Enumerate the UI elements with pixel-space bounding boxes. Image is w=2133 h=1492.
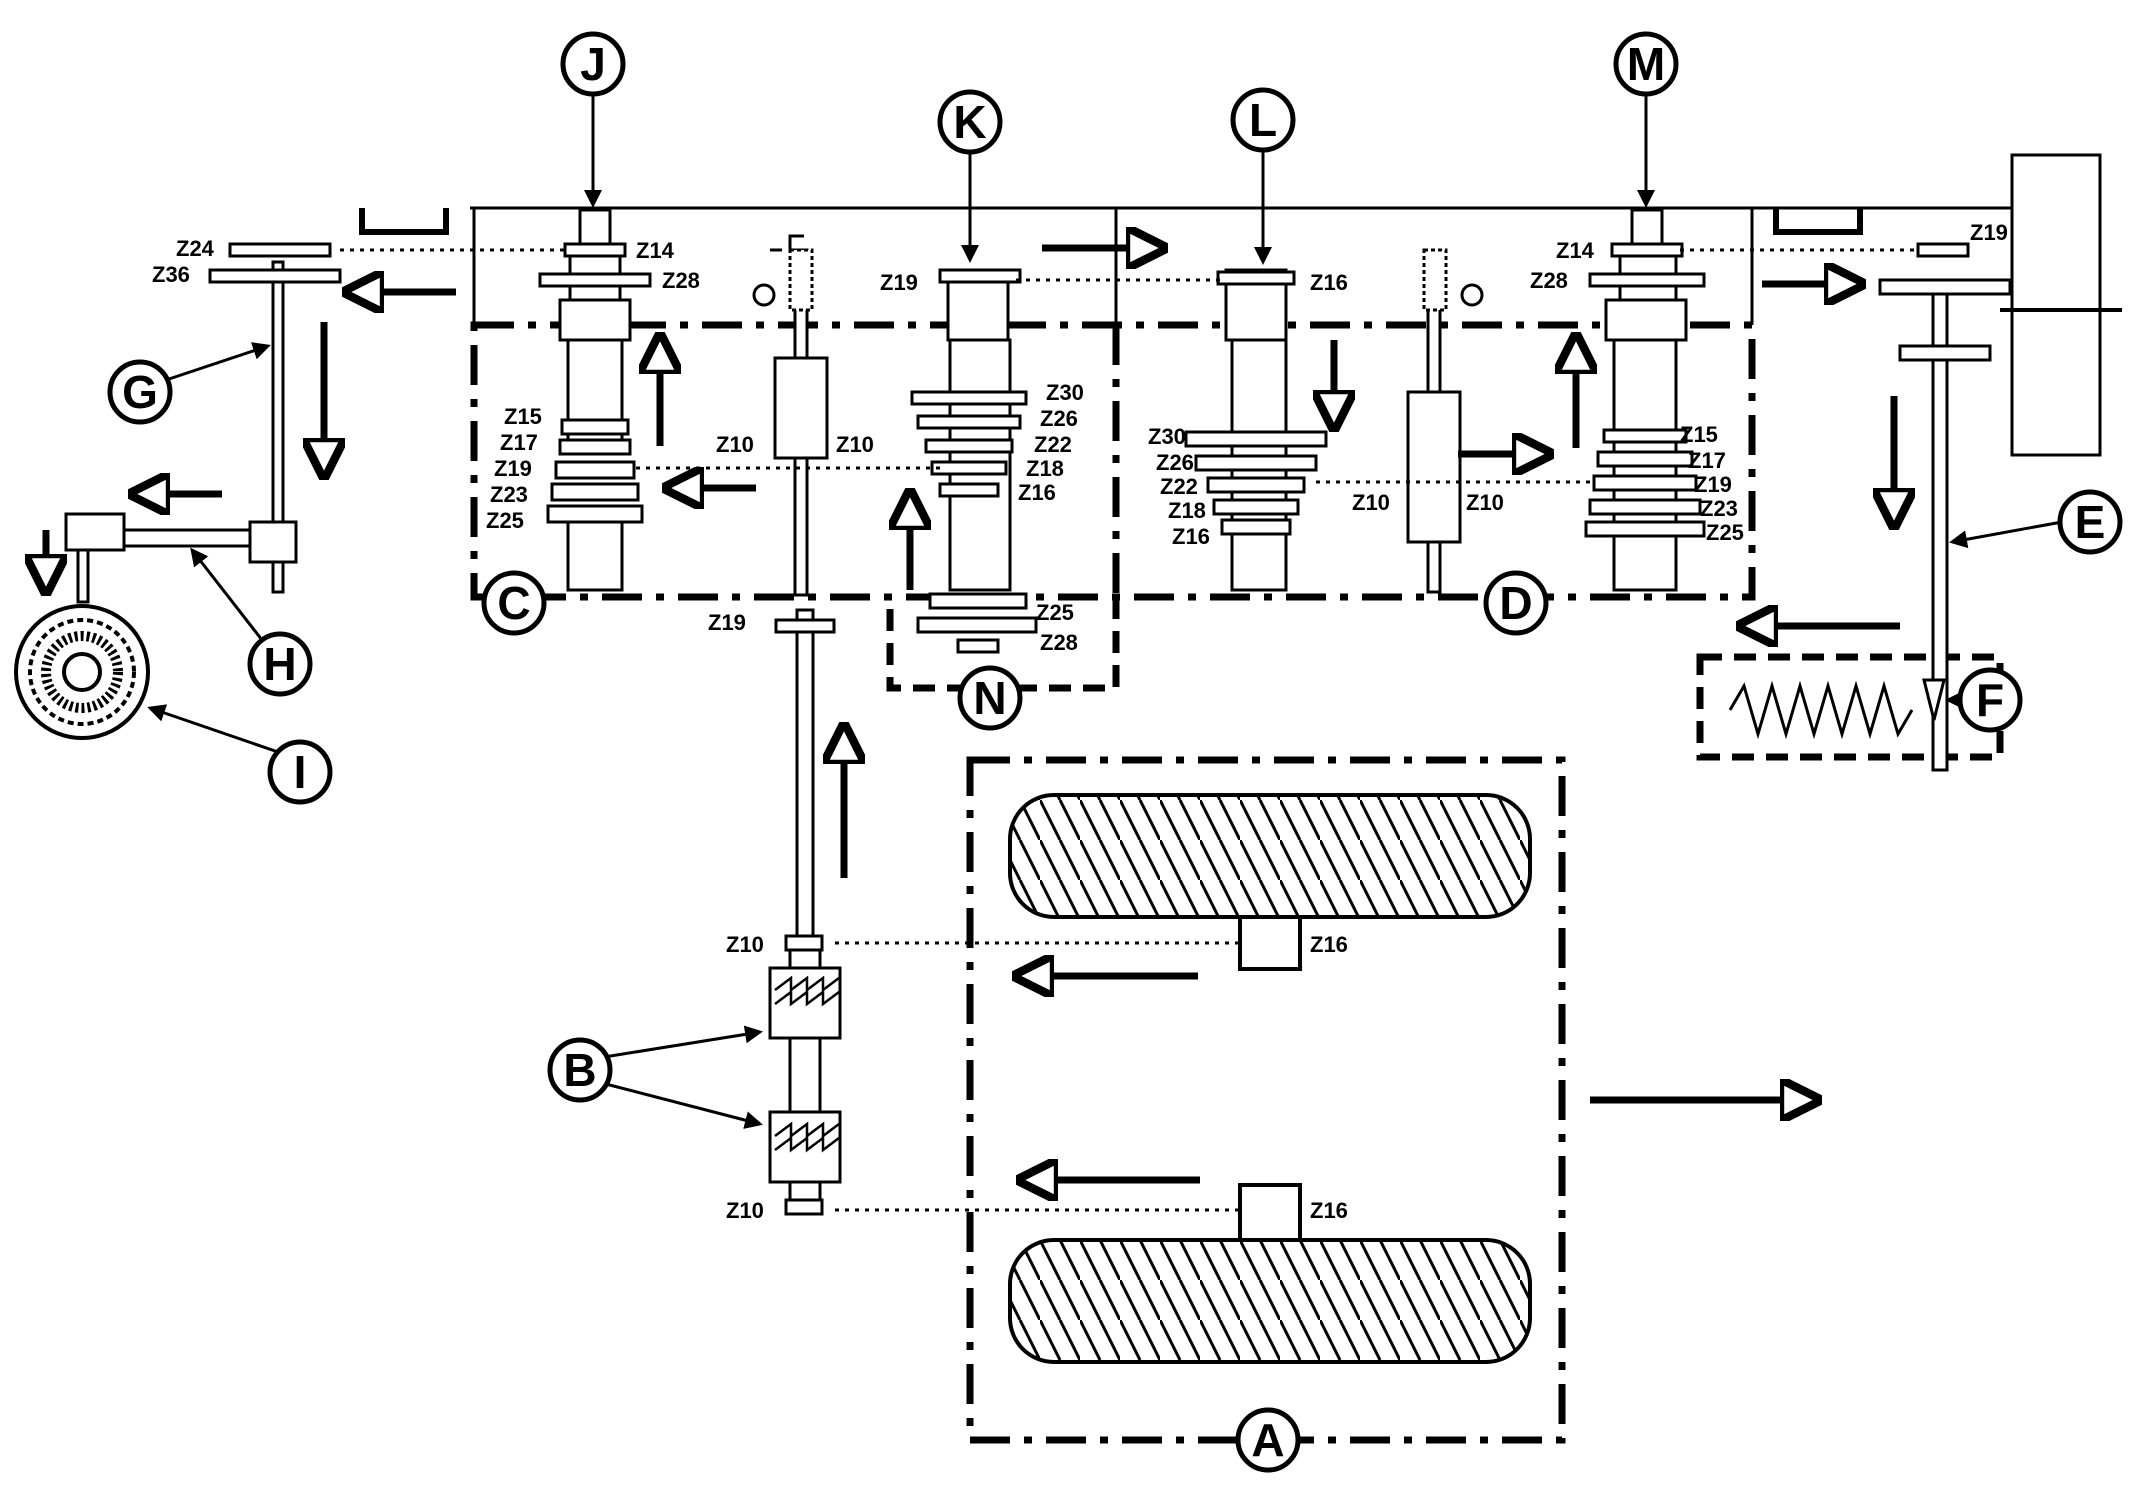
label-e-z19: Z19 — [1970, 220, 2008, 245]
label-l-z16b: Z16 — [1172, 524, 1210, 549]
label-c-z10a: Z10 — [716, 432, 754, 457]
label-l-z26: Z26 — [1156, 450, 1194, 475]
label-b-z10a: Z10 — [726, 932, 764, 957]
label-l-z22: Z22 — [1160, 474, 1198, 499]
label-c-z15: Z15 — [504, 404, 542, 429]
label-m-z28: Z28 — [1530, 268, 1568, 293]
label-a-z16b: Z16 — [1310, 1198, 1348, 1223]
svg-text:L: L — [1249, 94, 1277, 146]
shaft-d-mid — [1406, 268, 1462, 594]
label-g-z36: Z36 — [152, 262, 190, 287]
label-m-z25: Z25 — [1706, 520, 1744, 545]
label-k-z18: Z18 — [1026, 456, 1064, 481]
label-l-z18: Z18 — [1168, 498, 1206, 523]
output-wheel-i — [14, 604, 150, 740]
callout-h: H — [247, 631, 313, 697]
shaft-e — [1878, 242, 2012, 772]
label-d-z10b: Z10 — [1466, 490, 1504, 515]
label-a-z16a: Z16 — [1310, 932, 1348, 957]
label-n-z19: Z19 — [708, 610, 746, 635]
label-b-z10b: Z10 — [726, 1198, 764, 1223]
housing-frame — [359, 153, 2122, 457]
label-k-z16: Z16 — [1018, 480, 1056, 505]
callout-k: K — [937, 89, 1003, 155]
callout-n: N — [957, 665, 1023, 731]
label-m-z19: Z19 — [1694, 472, 1732, 497]
tire-lower — [1008, 1183, 1532, 1364]
label-m-z15: Z15 — [1680, 422, 1718, 447]
svg-text:I: I — [294, 746, 307, 798]
callout-b: B — [547, 1037, 613, 1103]
svg-text:B: B — [563, 1044, 596, 1096]
callout-m: M — [1613, 31, 1679, 97]
shaft-g — [208, 242, 342, 594]
label-c-z19: Z19 — [494, 456, 532, 481]
label-m-z17: Z17 — [1688, 448, 1726, 473]
label-c-z25: Z25 — [486, 508, 524, 533]
shaft-b — [768, 608, 842, 1216]
label-k-z22: Z22 — [1034, 432, 1072, 457]
label-l-z30: Z30 — [1148, 424, 1186, 449]
callout-pointers — [147, 94, 2063, 1129]
label-m-z14: Z14 — [1556, 238, 1595, 263]
shaft-k — [910, 268, 1038, 654]
shaft-j — [538, 208, 652, 592]
label-c-z10b: Z10 — [836, 432, 874, 457]
svg-text:C: C — [497, 577, 530, 629]
label-c-z17: Z17 — [500, 430, 538, 455]
tire-upper — [1008, 793, 1532, 971]
label-j-z14: Z14 — [636, 238, 675, 263]
label-c-z23: Z23 — [490, 482, 528, 507]
shaft-c-mid — [770, 234, 829, 597]
box-a — [966, 756, 1566, 1444]
callout-a: A — [1235, 1407, 1301, 1473]
box-c-d — [470, 321, 1756, 601]
label-g-z24: Z24 — [176, 236, 215, 261]
svg-text:E: E — [2075, 496, 2106, 548]
callout-f: F — [1957, 667, 2023, 733]
tooth-labels: Z24 Z36 Z14 Z28 Z15 Z17 Z19 Z23 Z25 Z10 … — [152, 220, 2008, 1223]
linkage-h — [64, 512, 252, 604]
svg-text:K: K — [953, 96, 986, 148]
label-n-z28: Z28 — [1040, 630, 1078, 655]
callout-g: G — [107, 359, 173, 425]
label-l-z16: Z16 — [1310, 270, 1348, 295]
label-m-z23: Z23 — [1700, 496, 1738, 521]
svg-text:N: N — [973, 672, 1006, 724]
springs-top — [752, 248, 1484, 312]
shaft-m — [1584, 208, 1706, 592]
callout-j: J — [560, 31, 626, 97]
callout-d: D — [1483, 570, 1549, 636]
callout-e: E — [2057, 489, 2123, 555]
svg-text:J: J — [580, 38, 606, 90]
label-j-z28: Z28 — [662, 268, 700, 293]
label-k-z19: Z19 — [880, 270, 918, 295]
svg-text:G: G — [122, 366, 158, 418]
svg-text:F: F — [1976, 674, 2004, 726]
svg-text:H: H — [263, 638, 296, 690]
label-k-z30: Z30 — [1046, 380, 1084, 405]
label-k-z26: Z26 — [1040, 406, 1078, 431]
callout-i: I — [267, 739, 333, 805]
callout-c: C — [481, 570, 547, 636]
callout-l: L — [1230, 87, 1296, 153]
svg-text:A: A — [1251, 1414, 1284, 1466]
spring-f — [1728, 678, 1946, 740]
label-n-z25: Z25 — [1036, 600, 1074, 625]
svg-text:M: M — [1627, 38, 1665, 90]
flow-arrows — [46, 248, 1900, 1180]
label-d-z10a: Z10 — [1352, 490, 1390, 515]
shaft-l — [1184, 268, 1328, 592]
svg-text:D: D — [1499, 577, 1532, 629]
